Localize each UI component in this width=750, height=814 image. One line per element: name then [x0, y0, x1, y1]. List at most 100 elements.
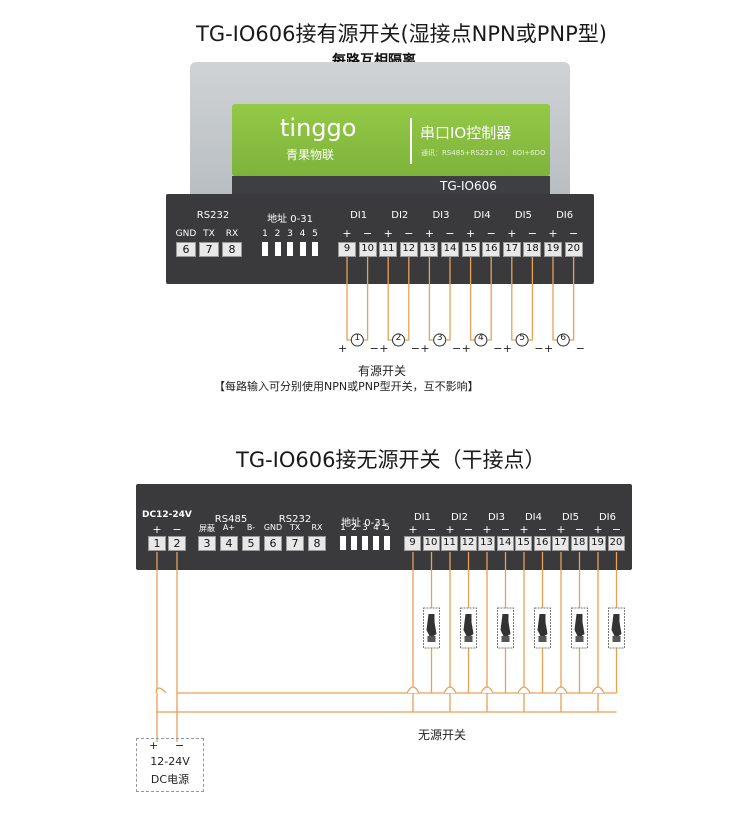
plus-symbol: +: [548, 227, 558, 240]
section2-title: TG-IO606接无源开关（干接点）: [236, 448, 546, 472]
switch-minus: −: [493, 342, 503, 355]
switch-number: 1: [354, 333, 361, 343]
dip-number: 5: [312, 229, 318, 239]
dip-number: 3: [362, 523, 368, 533]
dc-label: DC12-24V: [142, 510, 192, 520]
wire-plus: [346, 257, 352, 341]
dip-switch: [262, 242, 268, 256]
di-label: DI2: [450, 512, 468, 523]
terminal-9: 9: [404, 536, 421, 551]
brand-name: tinggo: [280, 114, 357, 142]
terminal-7: 7: [286, 536, 304, 551]
switch-number: 6: [560, 333, 567, 343]
di-label: DI1: [413, 512, 431, 523]
dip-switch: [373, 536, 379, 550]
rs485-term-label: A+: [222, 523, 236, 532]
terminal-7: 7: [199, 242, 219, 257]
switch-minus: −: [410, 342, 421, 355]
section1-title: TG-IO606接有源开关(湿接点NPN或PNP型): [196, 22, 607, 46]
terminal-6: 6: [176, 242, 196, 257]
plus-symbol: +: [383, 227, 393, 240]
switch-minus: −: [452, 342, 462, 355]
wire-minus: [528, 257, 534, 341]
minus-symbol: −: [568, 227, 579, 240]
switch-number: 5: [519, 333, 525, 343]
dip-number: 1: [340, 523, 346, 533]
switch-circle: [515, 333, 529, 347]
switch-base-icon: [501, 636, 510, 642]
switch-number: 2: [395, 333, 402, 343]
di-label: DI4: [473, 210, 491, 221]
switch-lever-icon: [574, 614, 585, 638]
di-label: DI5: [561, 512, 579, 523]
switch-plus: +: [379, 342, 389, 355]
wire-hop: [155, 687, 167, 694]
terminal-3: 3: [198, 536, 216, 551]
terminal-8: 8: [222, 242, 242, 257]
minus-symbol: −: [463, 523, 474, 536]
minus-symbol: −: [172, 523, 182, 536]
di-label: DI4: [524, 512, 542, 523]
wire-minus: [404, 257, 410, 341]
terminal-12: 12: [459, 536, 477, 551]
rs232-term-label: RX: [311, 523, 323, 532]
terminal-15: 15: [515, 536, 532, 551]
plus-symbol: +: [152, 523, 162, 536]
dip-switch: [351, 536, 357, 550]
minus-symbol: −: [404, 227, 414, 240]
switch-circle: [474, 333, 488, 347]
di-label: DI3: [487, 512, 505, 523]
plus-symbol: +: [519, 523, 529, 536]
switch-lever-icon: [611, 614, 622, 638]
rs232-label-2: RS232: [278, 514, 312, 525]
wire-hop: [406, 686, 420, 694]
switch-plus: +: [502, 342, 513, 355]
switch-base-icon: [464, 636, 473, 642]
plus-symbol: +: [424, 227, 434, 240]
brand-cn: 青果物联: [286, 148, 335, 162]
device-dark-band: [232, 176, 550, 196]
terminal-2: 2: [168, 536, 186, 551]
wire-plus: [552, 257, 558, 341]
dip-switch: [340, 536, 346, 550]
minus-symbol: −: [537, 523, 548, 536]
terminal-17: 17: [552, 536, 569, 551]
product-name: 串口IO控制器: [420, 124, 512, 142]
dip-number: 5: [384, 523, 390, 533]
switch-base-icon: [427, 636, 436, 642]
terminal-1: 1: [148, 536, 166, 551]
switch-lever-icon: [463, 614, 474, 638]
rs485-term-label: 屏蔽: [199, 524, 215, 533]
wire-hop: [517, 686, 531, 694]
dip-number: 1: [262, 229, 268, 239]
di-label: DI2: [391, 210, 409, 221]
rs232-label: RS232: [196, 210, 230, 221]
passive-switch-caption: 无源开关: [418, 728, 467, 742]
switch-lever-icon: [537, 614, 548, 638]
switch-number: 4: [478, 333, 484, 343]
terminal-9: 9: [338, 242, 356, 257]
switch-circle: [556, 333, 570, 347]
switch-plus: +: [544, 342, 554, 355]
plus-symbol: +: [507, 227, 517, 240]
di-label: DI5: [514, 210, 532, 221]
plus-symbol: +: [556, 523, 566, 536]
wire-minus: [363, 257, 369, 341]
terminal-13: 13: [420, 242, 439, 257]
switch-base-icon: [575, 636, 584, 642]
terminal-11: 11: [441, 536, 458, 551]
di-label: DI3: [432, 210, 450, 221]
switch-circle: [433, 333, 447, 347]
wire-plus: [469, 257, 475, 341]
minus-symbol: −: [527, 227, 537, 240]
minus-symbol: −: [362, 227, 373, 240]
dip-switch: [274, 242, 281, 256]
switch-base-icon: [538, 636, 547, 642]
terminal-4: 4: [220, 536, 238, 551]
power-minus: −: [175, 739, 185, 752]
switch-circle: [392, 333, 405, 347]
plus-symbol: +: [342, 227, 352, 240]
terminal-20: 20: [564, 242, 583, 257]
